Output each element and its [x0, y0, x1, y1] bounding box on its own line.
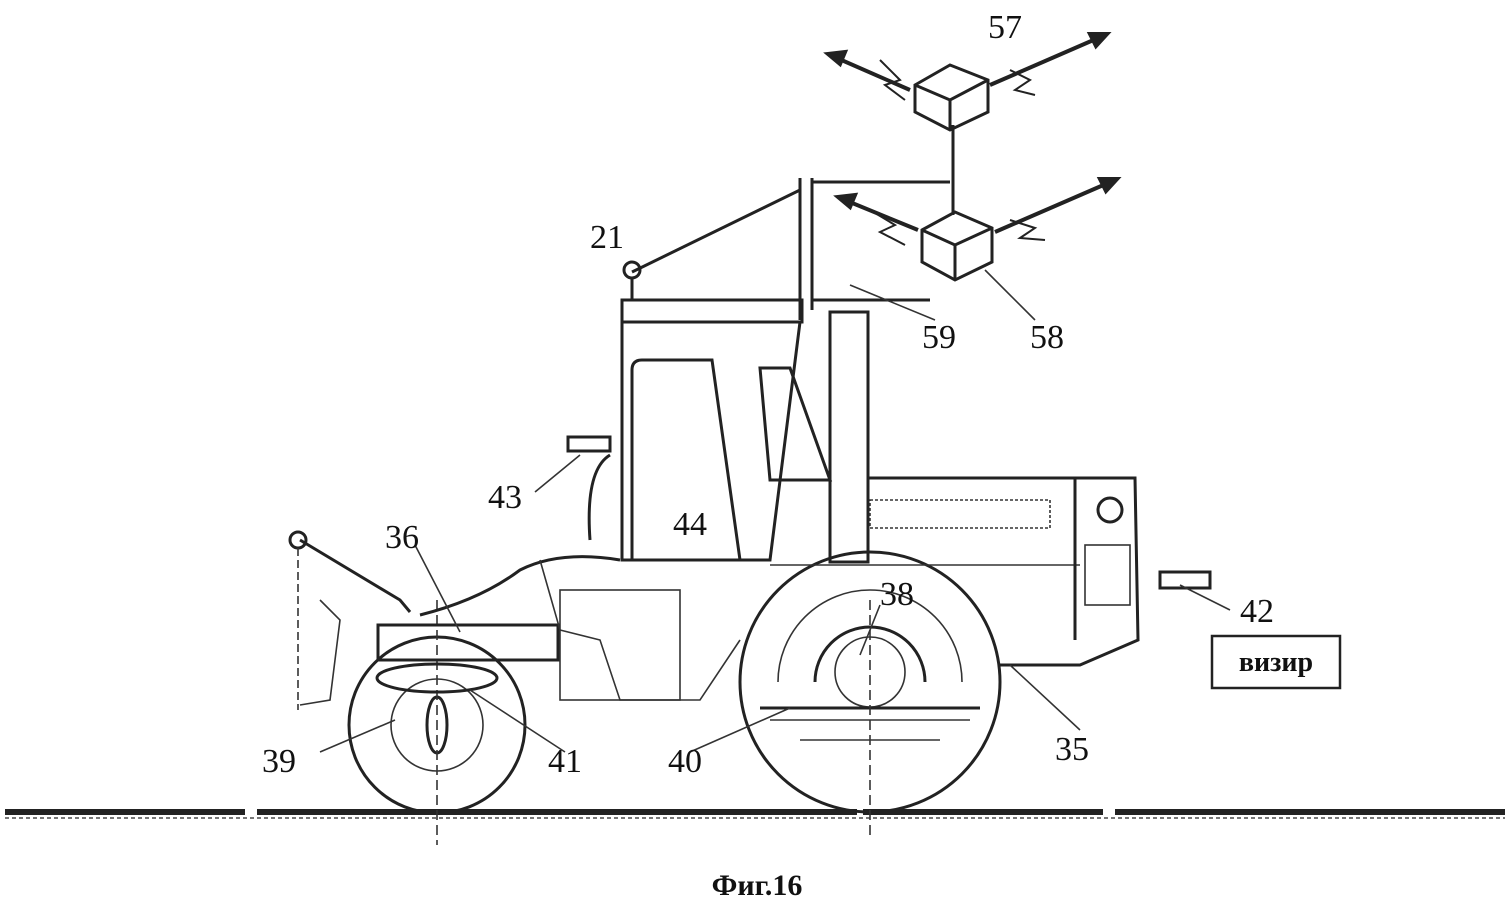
signal-arrows: [823, 32, 1122, 246]
hood: [770, 476, 1212, 667]
label-44: 44: [673, 506, 707, 543]
label-58: 58: [1030, 319, 1064, 356]
label-35: 35: [1055, 731, 1089, 768]
ground-line: [5, 809, 1505, 819]
sight-box: визир: [1210, 634, 1342, 690]
leader-lines: [319, 269, 1231, 753]
front-frame: [288, 530, 741, 710]
label-39: 39: [262, 743, 296, 780]
label-43: 43: [488, 479, 522, 516]
label-36: 36: [385, 519, 419, 556]
label-57: 57: [988, 9, 1022, 46]
mast-boom: [622, 125, 955, 320]
label-40: 40: [668, 743, 702, 780]
front-wheel: [347, 600, 527, 845]
label-41: 41: [548, 743, 582, 780]
label-38: 38: [880, 576, 914, 613]
sensor-cube-57: [913, 63, 990, 132]
sight-box-label: визир: [1239, 647, 1313, 678]
rear-wheel: [738, 550, 1002, 840]
figure-caption: Фиг.16: [712, 869, 803, 902]
label-42: 42: [1240, 593, 1274, 630]
label-59: 59: [922, 319, 956, 356]
exhaust-pipe: [828, 310, 870, 564]
label-21: 21: [590, 219, 624, 256]
sensor-cube-58: [920, 210, 994, 282]
